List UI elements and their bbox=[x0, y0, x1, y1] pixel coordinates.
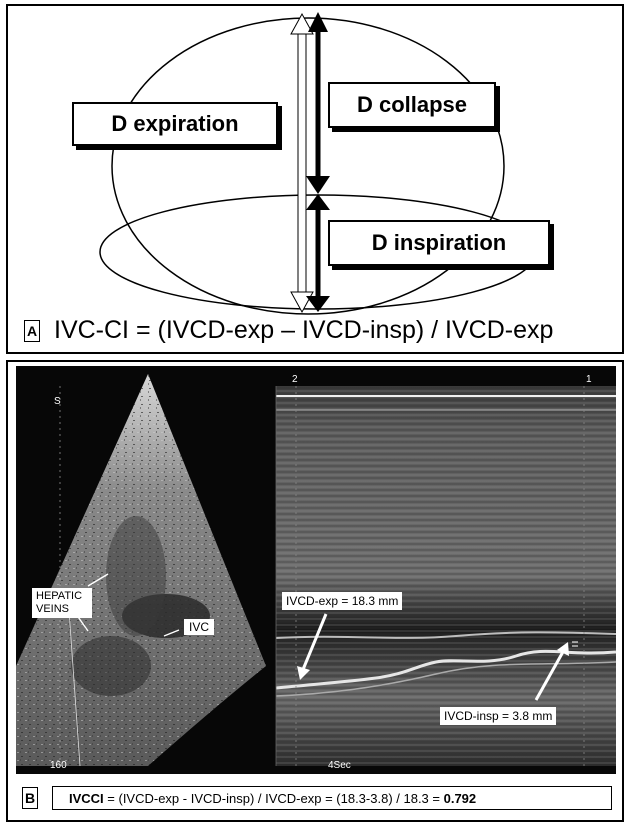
echo-image: S 2 1 HEPATIC VEINS IVC IVCD-exp = 18.3 … bbox=[16, 366, 616, 774]
expiration-ellipse bbox=[112, 18, 504, 314]
ivcci-formula-body: = (IVCD-exp - IVCD-insp) / IVCD-exp = (1… bbox=[104, 791, 444, 806]
d-inspiration-label: D inspiration bbox=[328, 220, 550, 266]
panel-a-letter: A bbox=[24, 320, 40, 342]
expiration-arrow bbox=[291, 14, 313, 312]
depth-readout: 160 bbox=[50, 760, 67, 771]
ivc-schematic bbox=[8, 6, 622, 352]
transducer-marker: S bbox=[54, 396, 61, 407]
ivc-label: IVC bbox=[184, 619, 214, 635]
ivcd-insp-label: IVCD-insp = 3.8 mm bbox=[440, 707, 556, 725]
schematic-panel: D expiration D collapse D inspiration A … bbox=[6, 4, 624, 354]
caliper-marker-1: 1 bbox=[586, 374, 592, 385]
d-expiration-label: D expiration bbox=[72, 102, 278, 146]
ultrasound-panel: S 2 1 HEPATIC VEINS IVC IVCD-exp = 18.3 … bbox=[6, 360, 624, 822]
ivc-ci-formula: IVC-CI = (IVCD-exp – IVCD-insp) / IVCD-e… bbox=[54, 316, 553, 345]
sector-scan bbox=[16, 374, 266, 766]
ivcci-calculation: IVCCI = (IVCD-exp - IVCD-insp) / IVCD-ex… bbox=[52, 786, 612, 810]
d-collapse-label: D collapse bbox=[328, 82, 496, 128]
ivcci-term: IVCCI bbox=[69, 791, 104, 806]
panel-b-letter: B bbox=[22, 787, 38, 809]
collapse-arrow bbox=[306, 12, 330, 194]
caliper-marker-2: 2 bbox=[292, 374, 298, 385]
ivcci-result: 0.792 bbox=[444, 791, 477, 806]
time-scale-readout: 4Sec bbox=[328, 760, 351, 771]
hepatic-veins-label: HEPATIC VEINS bbox=[32, 588, 92, 618]
ivcd-exp-label: IVCD-exp = 18.3 mm bbox=[282, 592, 402, 610]
